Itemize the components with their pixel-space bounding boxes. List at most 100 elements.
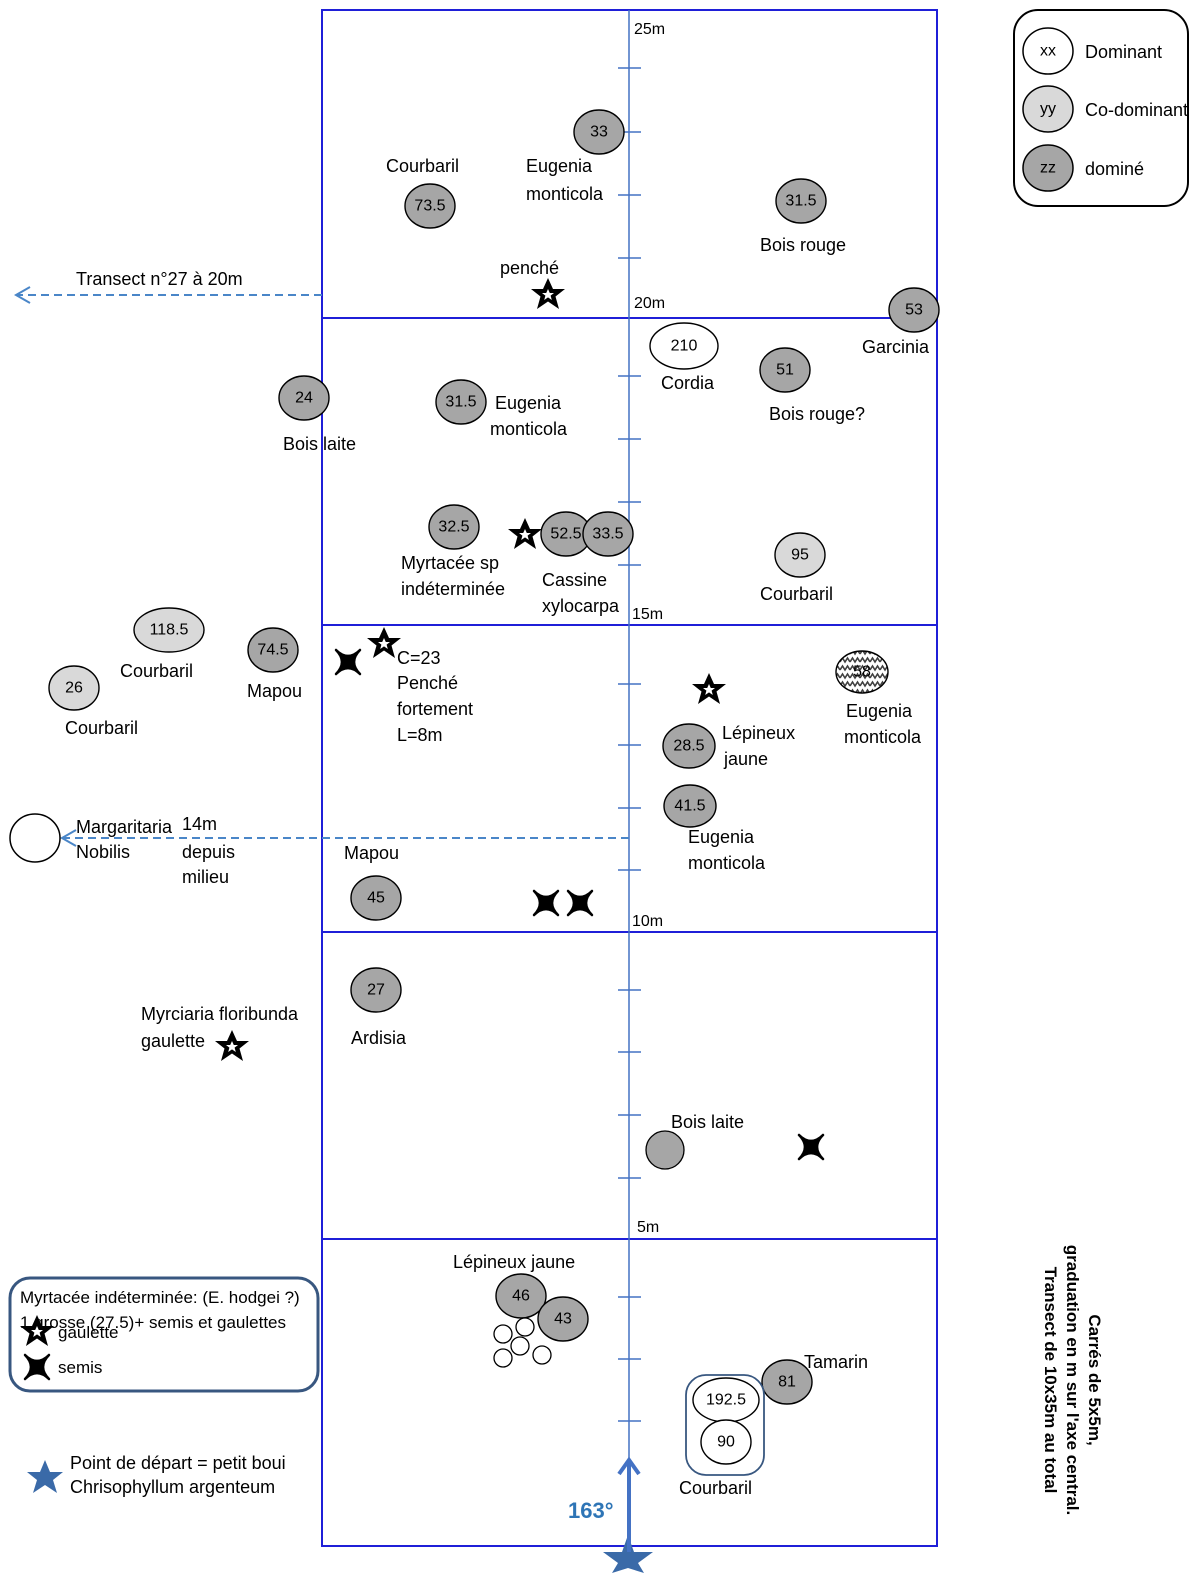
tree-diameter: 46 — [512, 1288, 530, 1305]
info-box: Myrtacée indéterminée: (E. hodgei ?) 1 g… — [8, 1276, 320, 1393]
species-label: Bois laite — [671, 1112, 744, 1132]
tree-circle — [663, 784, 717, 828]
margaritaria-dist-2: depuis — [182, 842, 235, 862]
species-label: fortement — [397, 699, 473, 719]
tree-circle — [582, 511, 634, 557]
tree-marker: 51 — [759, 347, 811, 393]
legend-codominant-code: yy — [1040, 101, 1056, 118]
central-axis — [618, 10, 641, 1546]
tree-diameter: 41.5 — [674, 798, 705, 815]
tree-marker: 31.5 — [435, 379, 487, 425]
note-line-2: graduation en m sur l'axe central. — [1063, 1244, 1082, 1516]
semis-icon — [334, 648, 362, 676]
info-box-subtitle: 1 grosse (27.5)+ semis et gaulettes — [20, 1313, 286, 1332]
tree-circle — [774, 532, 826, 578]
tree-marker: 52.5 — [540, 511, 592, 557]
species-label: Bois rouge — [760, 235, 846, 255]
tree-marker: 74.5 — [247, 627, 299, 673]
scale-label-15m: 15m — [632, 606, 663, 623]
bearing-label: 163° — [568, 1498, 614, 1523]
tree-marker: 41.5 — [663, 784, 717, 828]
scale-label-10m: 10m — [632, 913, 663, 930]
legend-codominant-label: Co-dominant — [1085, 100, 1188, 120]
tree-diameter: 192.5 — [706, 1392, 746, 1409]
tree-marker: 32.5 — [428, 504, 480, 550]
tree-marker: 118.5 — [133, 607, 205, 653]
tree-bois-laite-unlabeled — [645, 1130, 685, 1170]
tree-marker: 81 — [761, 1359, 813, 1405]
tree-marker: 28.5 — [662, 723, 716, 769]
species-label: Eugenia — [526, 156, 593, 176]
species-label: Cordia — [661, 373, 715, 393]
species-label: xylocarpa — [542, 596, 620, 616]
tree-marker: 58 — [835, 650, 889, 694]
tree-marker: 33 — [573, 109, 625, 155]
info-box-title: Myrtacée indéterminée: (E. hodgei ?) — [20, 1288, 300, 1307]
start-point-label-2: Chrisophyllum argenteum — [70, 1477, 275, 1497]
tree-circle — [435, 379, 487, 425]
species-label: Eugenia — [688, 827, 755, 847]
tree-marker: 210 — [649, 322, 719, 370]
gaulette-icon — [692, 673, 726, 704]
semis-icon — [797, 1133, 825, 1161]
start-star-icon — [603, 1535, 653, 1573]
scale-label-20m: 20m — [634, 295, 665, 312]
species-label: Myrtacée sp — [401, 553, 499, 573]
species-label: Courbaril — [679, 1478, 752, 1498]
tree-diameter: 32.5 — [438, 519, 469, 536]
species-label: Courbaril — [120, 661, 193, 681]
start-point-label-1: Point de départ = petit boui — [70, 1453, 286, 1473]
species-label: Eugenia — [495, 393, 562, 413]
species-label: monticola — [526, 184, 604, 204]
species-label: Ardisia — [351, 1028, 407, 1048]
species-label: Lépineux jaune — [453, 1252, 575, 1272]
species-label: indéterminée — [401, 579, 505, 599]
species-label: Mapou — [344, 843, 399, 863]
tree-circle — [649, 322, 719, 370]
tree-marker: 95 — [774, 532, 826, 578]
note-line-1: Carrés de 5x5m, — [1085, 1314, 1104, 1446]
species-label: monticola — [844, 727, 922, 747]
species-label: monticola — [688, 853, 766, 873]
tree-circle — [775, 178, 827, 224]
gaulette-icon — [215, 1030, 249, 1061]
species-label: Eugenia — [846, 701, 913, 721]
tree-diameter: 81 — [778, 1374, 796, 1391]
tree-marker: 192.5 — [692, 1377, 760, 1423]
tree-diameter: 95 — [791, 547, 809, 564]
tree-circle — [835, 650, 889, 694]
semis-icon — [532, 889, 560, 917]
tree-marker: 73.5 — [404, 183, 456, 229]
tree-circle — [247, 627, 299, 673]
info-box-frame — [8, 1276, 320, 1393]
bearing-arrow — [617, 1456, 641, 1552]
margaritaria-tree — [9, 813, 61, 863]
legend-codominant-swatch — [1022, 85, 1074, 133]
tree-diameter: 45 — [367, 890, 385, 907]
semis-icon — [566, 889, 594, 917]
scale-label-25m: 25m — [634, 21, 665, 38]
tree-diameter: 24 — [295, 390, 313, 407]
legend-domine-swatch — [1022, 144, 1074, 192]
species-label: Courbaril — [760, 584, 833, 604]
species-label: monticola — [490, 419, 568, 439]
tree-diameter: 33.5 — [592, 526, 623, 543]
seedling-circles — [493, 1317, 552, 1368]
species-label: Cassine — [542, 570, 607, 590]
tree-circle — [537, 1296, 589, 1342]
species-label: Courbaril — [65, 718, 138, 738]
species-label: Tamarin — [804, 1352, 868, 1372]
tree-marker: 46 — [495, 1273, 547, 1319]
legend-dominant-swatch — [1022, 27, 1074, 75]
margaritaria-name-1: Margaritaria — [76, 817, 173, 837]
species-label: C=23 — [397, 648, 441, 668]
gaulette-icon — [367, 627, 401, 658]
legend-dominant-label: Dominant — [1085, 42, 1162, 62]
tree-diameter: 58 — [853, 664, 871, 681]
tree-marker: 24 — [278, 375, 330, 421]
legend-domine-label: dominé — [1085, 159, 1144, 179]
transect-27-label: Transect n°27 à 20m — [76, 269, 243, 289]
species-label: gaulette — [141, 1031, 205, 1051]
gaulette-icon — [508, 518, 542, 549]
